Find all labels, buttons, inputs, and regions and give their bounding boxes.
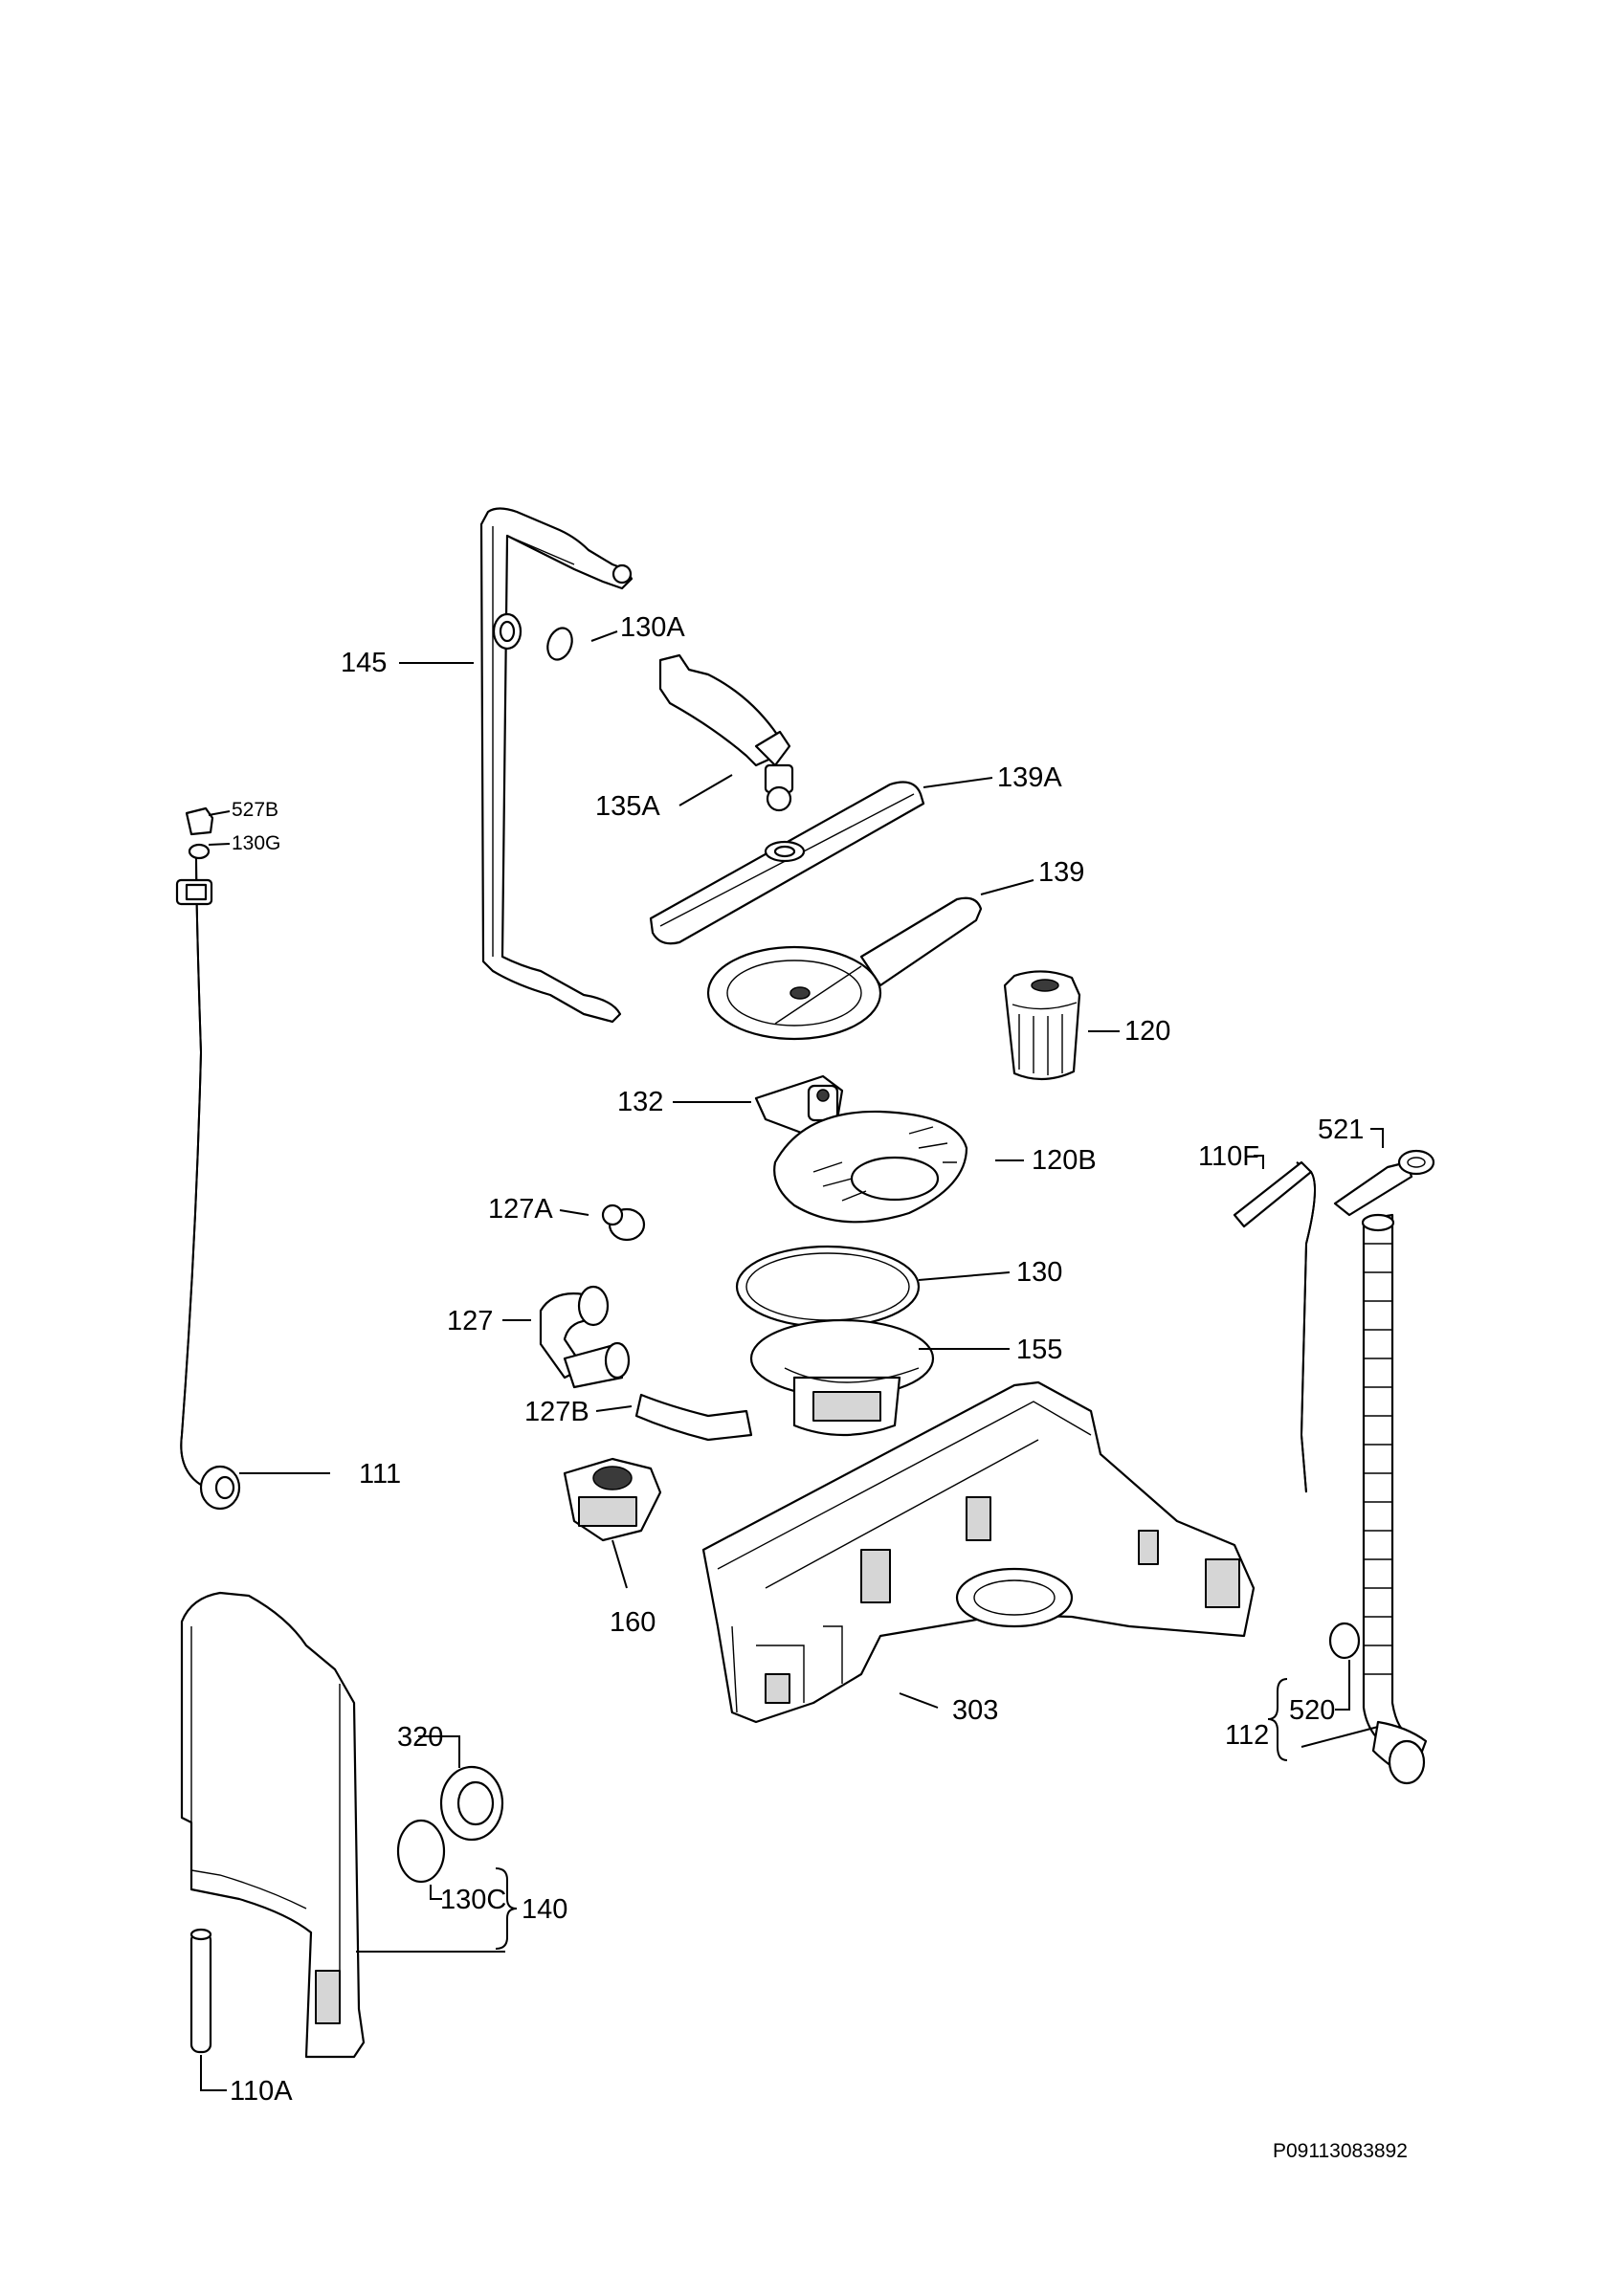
part-110F-tube <box>1233 1160 1316 1493</box>
part-135A-spray-arm-support <box>658 653 794 812</box>
part-labels: 145 130A 135A 139A 139 527B 130G 120 132… <box>230 612 1408 2162</box>
part-303-base-tray <box>701 1380 1256 1724</box>
part-127-elbow-hose <box>539 1285 631 1389</box>
part-120B-microfilter <box>773 1110 968 1224</box>
part-130A-o-ring <box>546 627 573 661</box>
label-160: 160 <box>610 1607 656 1638</box>
label-320: 320 <box>397 1722 443 1753</box>
leader-lines <box>200 630 1384 2091</box>
label-521: 521 <box>1318 1115 1364 1145</box>
label-120: 120 <box>1124 1016 1170 1047</box>
label-111: 111 <box>359 1459 401 1490</box>
part-520-clip <box>1328 1622 1361 1660</box>
label-520: 520 <box>1289 1695 1335 1726</box>
label-140: 140 <box>522 1894 567 1925</box>
label-110F: 110F <box>1198 1141 1259 1172</box>
part-139A-lower-spray-arm <box>649 781 925 945</box>
braces <box>495 1678 1288 1950</box>
label-527B: 527B <box>232 799 278 821</box>
label-130A: 130A <box>620 612 685 643</box>
part-130C-o-ring <box>396 1819 446 1884</box>
label-127: 127 <box>447 1306 493 1336</box>
part-110A-tube <box>189 1928 212 2054</box>
label-127B: 127B <box>524 1397 589 1427</box>
part-160-pump <box>563 1457 662 1542</box>
reference-code: P09113083892 <box>1273 2140 1408 2162</box>
part-521-clamp <box>1333 1149 1435 1217</box>
part-320-seal <box>439 1765 504 1842</box>
label-127A: 127A <box>488 1194 553 1225</box>
label-303: 303 <box>952 1695 998 1726</box>
part-130-seal-ring <box>735 1245 921 1329</box>
label-130: 130 <box>1016 1257 1062 1288</box>
part-140-tank <box>180 1591 366 2059</box>
label-155: 155 <box>1016 1335 1062 1365</box>
label-112: 112 <box>1225 1720 1269 1751</box>
part-527B-130G-small <box>185 806 214 860</box>
label-120B: 120B <box>1032 1145 1097 1176</box>
part-155-sump <box>749 1318 935 1437</box>
part-111-inlet-hose <box>175 850 241 1511</box>
label-130G: 130G <box>232 832 280 854</box>
part-112-drain-hose <box>1361 1213 1428 1785</box>
label-139A: 139A <box>997 762 1062 793</box>
part-127B-hose <box>634 1393 753 1442</box>
label-110A: 110A <box>230 2076 293 2107</box>
part-120-filter <box>1003 970 1081 1081</box>
label-132: 132 <box>617 1087 663 1117</box>
part-145-supply-pipe <box>479 507 634 1024</box>
label-130C: 130C <box>440 1885 506 1915</box>
part-139-spray-rotor <box>706 896 983 1041</box>
label-139: 139 <box>1038 857 1084 888</box>
label-145: 145 <box>341 648 387 678</box>
label-135A: 135A <box>595 791 660 822</box>
part-127A-hose-connector <box>601 1203 646 1242</box>
